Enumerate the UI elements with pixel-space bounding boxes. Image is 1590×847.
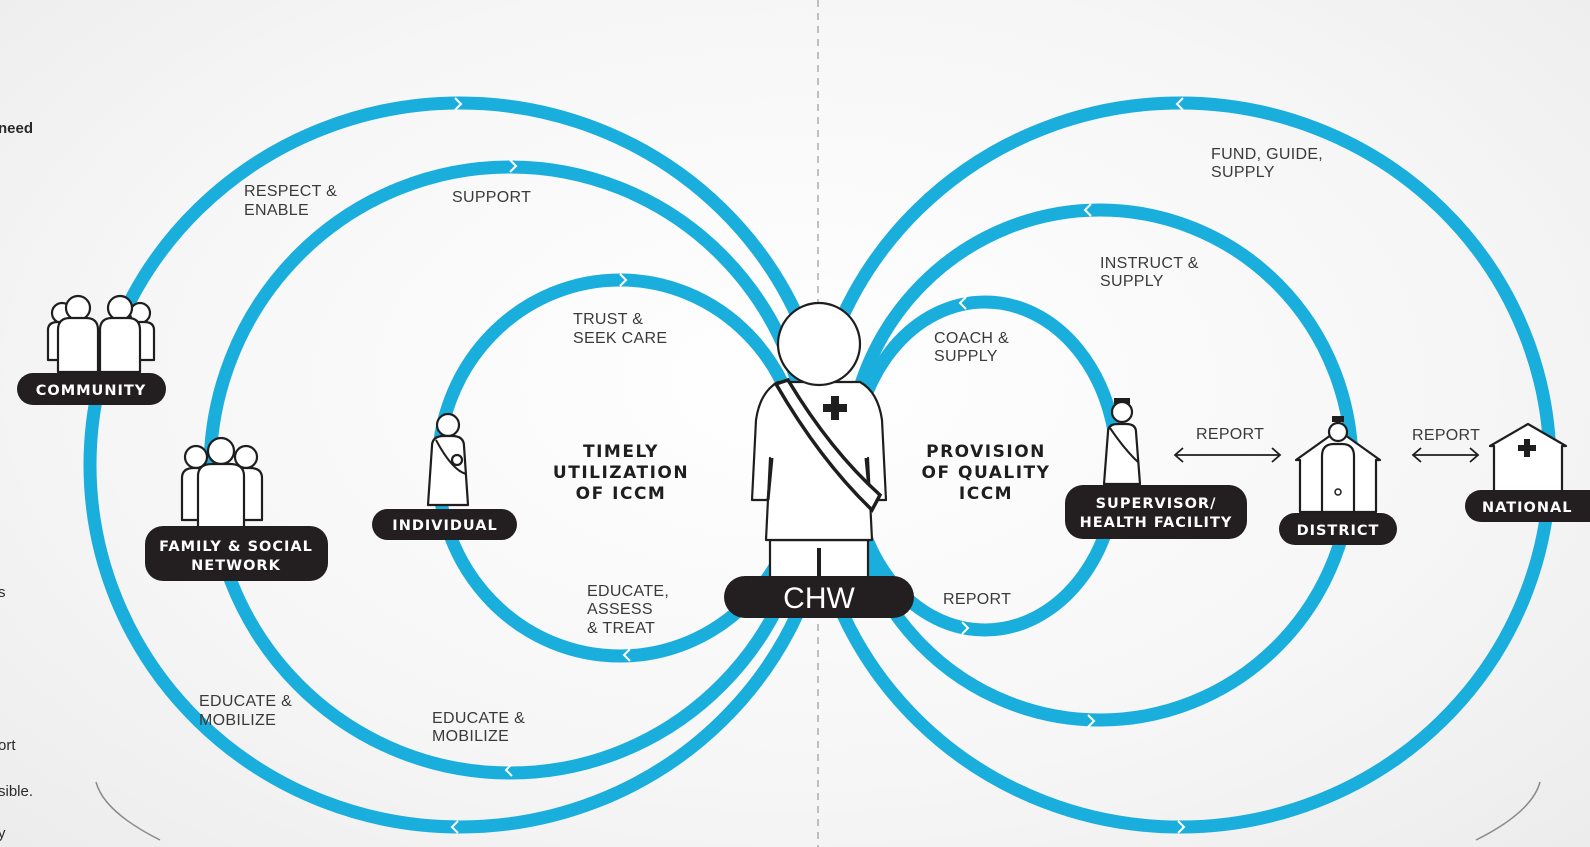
label-report-inner: REPORT <box>943 591 1011 608</box>
label-instruct-supply: INSTRUCT & SUPPLY <box>1100 255 1199 290</box>
individual-pill: INDIVIDUAL <box>372 509 517 540</box>
individual-mother-icon <box>426 412 470 507</box>
svg-text:FUND, GUIDE,: FUND, GUIDE, <box>1211 146 1323 163</box>
arrow-chevron <box>450 820 459 834</box>
svg-text:SUPPLY: SUPPLY <box>1211 164 1275 181</box>
double-arrow-icon <box>1173 447 1282 463</box>
svg-text:ENABLE: ENABLE <box>244 202 309 219</box>
svg-text:FAMILY & SOCIAL: FAMILY & SOCIAL <box>159 539 313 555</box>
chw-head <box>776 301 862 387</box>
svg-text:EDUCATE &: EDUCATE & <box>432 710 525 727</box>
supervisor-nurse-icon <box>1102 398 1142 490</box>
svg-text:TIMELY: TIMELY <box>583 442 659 462</box>
svg-text:SEEK CARE: SEEK CARE <box>573 330 667 347</box>
svg-text:SUPPLY: SUPPLY <box>1100 273 1164 290</box>
national-pill: NATIONAL <box>1465 490 1590 522</box>
community-people-icon <box>46 294 156 374</box>
svg-text:NATIONAL: NATIONAL <box>1482 500 1572 516</box>
svg-text:COACH &: COACH & <box>934 330 1009 347</box>
svg-text:OF QUALITY: OF QUALITY <box>922 463 1051 483</box>
svg-text:& TREAT: & TREAT <box>587 620 655 637</box>
label-fund-guide-supply: FUND, GUIDE, SUPPLY <box>1211 146 1323 181</box>
svg-text:NETWORK: NETWORK <box>191 558 281 574</box>
national-building-icon <box>1488 422 1568 494</box>
label-trust-seek-care: TRUST & SEEK CARE <box>573 311 667 347</box>
clipped-text-2: s <box>0 584 6 601</box>
arrow-chevron <box>622 648 631 662</box>
clipped-text-4: sible. <box>0 783 33 800</box>
district-hospital-icon <box>1294 416 1382 514</box>
chw-label: CHW <box>783 582 855 615</box>
svg-text:TRUST &: TRUST & <box>573 311 643 328</box>
double-arrow-icon <box>1411 447 1480 463</box>
svg-text:UTILIZATION: UTILIZATION <box>553 463 689 483</box>
arrow-chevron <box>509 159 518 173</box>
label-respect-enable: RESPECT & ENABLE <box>244 183 337 219</box>
chw-figure <box>750 301 888 580</box>
arrow-chevron <box>619 273 628 287</box>
svg-text:MOBILIZE: MOBILIZE <box>432 728 509 745</box>
bottom-bracket-right <box>1475 781 1541 841</box>
svg-text:MOBILIZE: MOBILIZE <box>199 712 276 729</box>
bottom-bracket-left <box>95 781 161 841</box>
svg-text:OF ICCM: OF ICCM <box>576 484 667 504</box>
label-coach-supply: COACH & SUPPLY <box>934 330 1009 365</box>
svg-text:SUPERVISOR/: SUPERVISOR/ <box>1096 496 1217 512</box>
svg-text:INSTRUCT &: INSTRUCT & <box>1100 255 1199 272</box>
left-center-title: TIMELY UTILIZATION OF ICCM <box>553 442 689 504</box>
label-educate-assess-treat: EDUCATE, ASSESS & TREAT <box>587 583 669 637</box>
family-people-icon <box>180 436 264 530</box>
chw-pill: CHW <box>724 576 914 618</box>
svg-text:ICCM: ICCM <box>959 484 1013 504</box>
family-pill: FAMILY & SOCIAL NETWORK <box>145 526 328 581</box>
arrow-chevron <box>454 97 463 111</box>
label-educate-mobilize-outer: EDUCATE & MOBILIZE <box>199 693 292 729</box>
arrow-chevron <box>958 296 967 310</box>
chw-body <box>750 380 888 542</box>
ring-family <box>203 160 817 780</box>
svg-text:COMMUNITY: COMMUNITY <box>36 383 147 399</box>
clipped-text-1: need <box>0 120 33 137</box>
svg-text:ASSESS: ASSESS <box>587 601 653 618</box>
supervisor-pill: SUPERVISOR/ HEALTH FACILITY <box>1065 485 1247 539</box>
svg-text:EDUCATE &: EDUCATE & <box>199 693 292 710</box>
label-support: SUPPORT <box>452 189 531 206</box>
svg-text:SUPPLY: SUPPLY <box>934 348 998 365</box>
arrow-chevron <box>1087 714 1096 728</box>
arrow-chevron <box>1083 203 1092 217</box>
svg-text:PROVISION: PROVISION <box>926 442 1046 462</box>
clipped-text-3: ort <box>0 737 16 754</box>
chw-sash <box>773 377 883 513</box>
svg-text:INDIVIDUAL: INDIVIDUAL <box>392 518 497 534</box>
arrow-chevron <box>1175 97 1184 111</box>
label-educate-mobilize-mid: EDUCATE & MOBILIZE <box>432 710 525 745</box>
right-center-title: PROVISION OF QUALITY ICCM <box>922 442 1051 504</box>
svg-text:RESPECT &: RESPECT & <box>244 183 337 200</box>
label-report-supervisor-district: REPORT <box>1196 426 1264 443</box>
arrow-chevron <box>504 763 513 777</box>
arrow-chevron <box>961 621 970 635</box>
plus-icon <box>823 396 847 420</box>
svg-text:EDUCATE,: EDUCATE, <box>587 583 669 600</box>
svg-text:DISTRICT: DISTRICT <box>1297 523 1380 539</box>
arrow-chevron <box>1177 820 1186 834</box>
label-report-district-national: REPORT <box>1412 427 1480 444</box>
community-pill: COMMUNITY <box>17 373 166 405</box>
clipped-text-5: y <box>0 825 6 842</box>
svg-text:HEALTH FACILITY: HEALTH FACILITY <box>1080 515 1233 531</box>
district-pill: DISTRICT <box>1279 513 1397 545</box>
